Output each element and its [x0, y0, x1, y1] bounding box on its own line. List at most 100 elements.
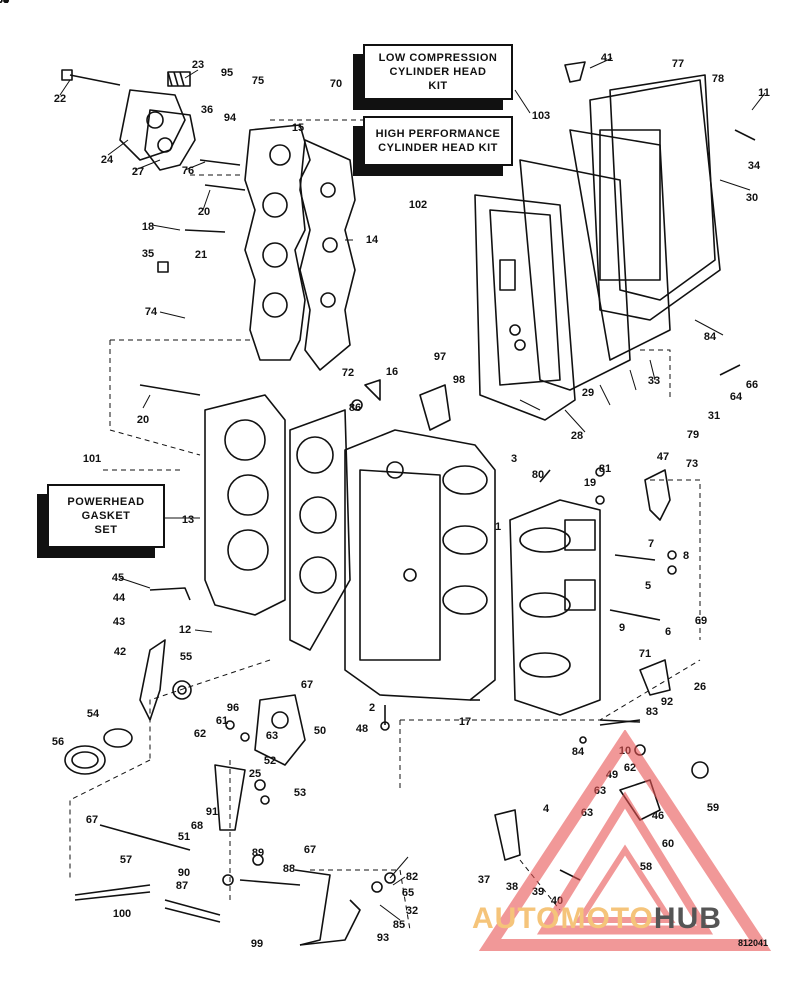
- callout-82: 82: [405, 871, 419, 883]
- callout-55: 55: [179, 651, 193, 663]
- callout-90: 90: [177, 867, 191, 879]
- callout-79: 79: [686, 429, 700, 441]
- callout-56: 56: [51, 736, 65, 748]
- callout-84: 84: [571, 746, 585, 758]
- callout-57: 57: [119, 854, 133, 866]
- callout-36: 36: [200, 104, 214, 116]
- callout-100: 100: [112, 908, 132, 920]
- callout-14: 14: [365, 234, 379, 246]
- callout-93: 93: [376, 932, 390, 944]
- callout-80: 80: [531, 469, 545, 481]
- callout-31: 31: [707, 410, 721, 422]
- callout-99: 99: [250, 938, 264, 950]
- callout-71: 71: [638, 648, 652, 660]
- callout-22: 22: [53, 93, 67, 105]
- callout-12: 12: [178, 624, 192, 636]
- callout-2: 2: [368, 702, 376, 714]
- callout-70: 70: [329, 78, 343, 90]
- callout-33: 33: [647, 375, 661, 387]
- callout-13: 13: [181, 514, 195, 526]
- callout-87: 87: [175, 880, 189, 892]
- callout-81: 81: [598, 463, 612, 475]
- watermark-brand-part2: HUB: [653, 902, 722, 935]
- callout-89: 89: [251, 847, 265, 859]
- callout-20: 20: [197, 206, 211, 218]
- callout-15: 15: [291, 122, 305, 134]
- callout-104: 104: [0, 0, 10, 6]
- callout-66: 66: [745, 379, 759, 391]
- callout-52: 52: [263, 755, 277, 767]
- callout-30: 30: [745, 192, 759, 204]
- callout-5: 5: [644, 580, 652, 592]
- callout-106: 106: [0, 0, 10, 6]
- callout-75: 75: [251, 75, 265, 87]
- callout-34: 34: [747, 160, 761, 172]
- callout-4: 4: [542, 803, 550, 815]
- callout-91: 91: [205, 806, 219, 818]
- callout-94: 94: [223, 112, 237, 124]
- callout-23: 23: [191, 59, 205, 71]
- callout-47: 47: [656, 451, 670, 463]
- callout-35: 35: [141, 248, 155, 260]
- callout-60: 60: [661, 838, 675, 850]
- callout-96: 96: [226, 702, 240, 714]
- callout-59: 59: [706, 802, 720, 814]
- callout-101: 101: [82, 453, 102, 465]
- callout-67: 67: [300, 679, 314, 691]
- callout-45: 45: [111, 572, 125, 584]
- callout-20: 20: [136, 414, 150, 426]
- figure-code: 812041: [738, 938, 769, 948]
- powerhead-gasket-set-box: POWERHEAD GASKET SET: [47, 484, 165, 548]
- callout-37: 37: [477, 874, 491, 886]
- callout-46: 46: [651, 810, 665, 822]
- callout-102: 102: [408, 199, 428, 211]
- callout-8: 8: [682, 550, 690, 562]
- callout-73: 73: [685, 458, 699, 470]
- callout-77: 77: [671, 58, 685, 70]
- callout-97: 97: [433, 351, 447, 363]
- callout-29: 29: [581, 387, 595, 399]
- watermark-brand-part1: AUTOMOTO: [472, 902, 654, 935]
- callout-74: 74: [144, 306, 158, 318]
- callout-63: 63: [265, 730, 279, 742]
- callout-39: 39: [531, 886, 545, 898]
- callout-38: 38: [505, 881, 519, 893]
- callout-41: 41: [600, 52, 614, 64]
- callout-44: 44: [112, 592, 126, 604]
- callout-27: 27: [131, 166, 145, 178]
- callout-62: 62: [193, 728, 207, 740]
- callout-3: 3: [510, 453, 518, 465]
- callout-72: 72: [341, 367, 355, 379]
- callout-48: 48: [355, 723, 369, 735]
- callout-92: 92: [660, 696, 674, 708]
- callout-65: 65: [401, 887, 415, 899]
- callout-53: 53: [293, 787, 307, 799]
- callout-11: 11: [758, 87, 770, 99]
- callout-61: 61: [215, 715, 229, 727]
- callout-85: 85: [392, 919, 406, 931]
- callout-42: 42: [113, 646, 127, 658]
- callout-84: 84: [703, 331, 717, 343]
- callout-67: 67: [85, 814, 99, 826]
- callout-9: 9: [618, 622, 626, 634]
- watermark-brand: AUTOMOTOHUB: [472, 902, 722, 936]
- callout-83: 83: [645, 706, 659, 718]
- callout-109: 109: [0, 0, 10, 6]
- callout-103: 103: [531, 110, 551, 122]
- callout-67: 67: [303, 844, 317, 856]
- callout-105: 105: [0, 0, 10, 6]
- callout-95: 95: [220, 67, 234, 79]
- callout-69: 69: [694, 615, 708, 627]
- callout-16: 16: [385, 366, 399, 378]
- high-performance-kit-box: HIGH PERFORMANCE CYLINDER HEAD KIT: [363, 116, 513, 166]
- callout-51: 51: [177, 831, 191, 843]
- callout-68: 68: [190, 820, 204, 832]
- callout-6: 6: [664, 626, 672, 638]
- callout-28: 28: [570, 430, 584, 442]
- callout-88: 88: [282, 863, 296, 875]
- callout-107: 107: [0, 0, 10, 6]
- callout-26: 26: [693, 681, 707, 693]
- callout-64: 64: [729, 391, 743, 403]
